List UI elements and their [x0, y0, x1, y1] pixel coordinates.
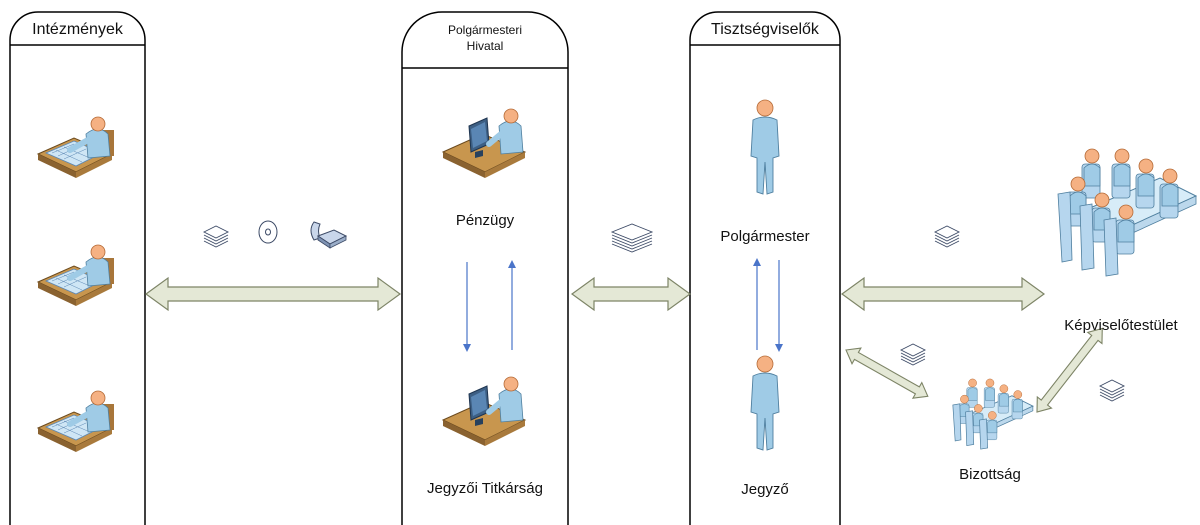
cd-disc-icon — [258, 220, 278, 244]
desk-worker-icon — [38, 117, 114, 178]
lane-mayors-office — [401, 11, 569, 525]
telephone-icon — [310, 221, 348, 249]
meeting-table-icon — [1057, 148, 1198, 277]
person-icon — [750, 355, 780, 451]
document-stack-icon — [611, 223, 653, 253]
lane-institutions — [9, 11, 146, 525]
lane-title-institutions: Intézmények — [32, 21, 123, 38]
lane-title-line: Hivatal — [466, 39, 504, 53]
person-icon — [750, 99, 780, 195]
lane-title-officials: Tisztségviselők — [711, 21, 819, 38]
meeting-table-icon — [952, 378, 1034, 450]
lane-title-mayors-office: Polgármesteri Hivatal — [402, 22, 568, 54]
document-stack-icon — [203, 225, 229, 248]
node-label-committee: Bizottság — [959, 466, 1021, 483]
node-label-mayor: Polgármester — [720, 228, 810, 245]
double-arrow-committee-council — [1036, 327, 1103, 413]
lane-title-line: Polgármesteri — [447, 23, 523, 37]
computer-worker-icon — [443, 109, 525, 178]
desk-worker-icon — [38, 391, 114, 452]
double-arrow-office-officials — [570, 276, 692, 312]
double-arrow-institutions-office — [144, 276, 402, 312]
desk-worker-icon — [38, 245, 114, 306]
double-arrow-officials-council — [840, 276, 1046, 312]
computer-worker-icon — [443, 377, 525, 446]
document-stack-icon — [934, 225, 960, 248]
node-label-notary-secretariat: Jegyzői Titkárság — [427, 480, 543, 497]
double-arrow-officials-committee — [845, 347, 929, 399]
document-stack-icon — [900, 343, 926, 366]
node-label-council: Képviselőtestület — [1064, 317, 1178, 334]
lane-officials — [689, 11, 841, 525]
node-label-notary: Jegyző — [741, 481, 789, 498]
document-stack-icon — [1099, 379, 1125, 402]
node-label-finance: Pénzügy — [455, 212, 515, 229]
